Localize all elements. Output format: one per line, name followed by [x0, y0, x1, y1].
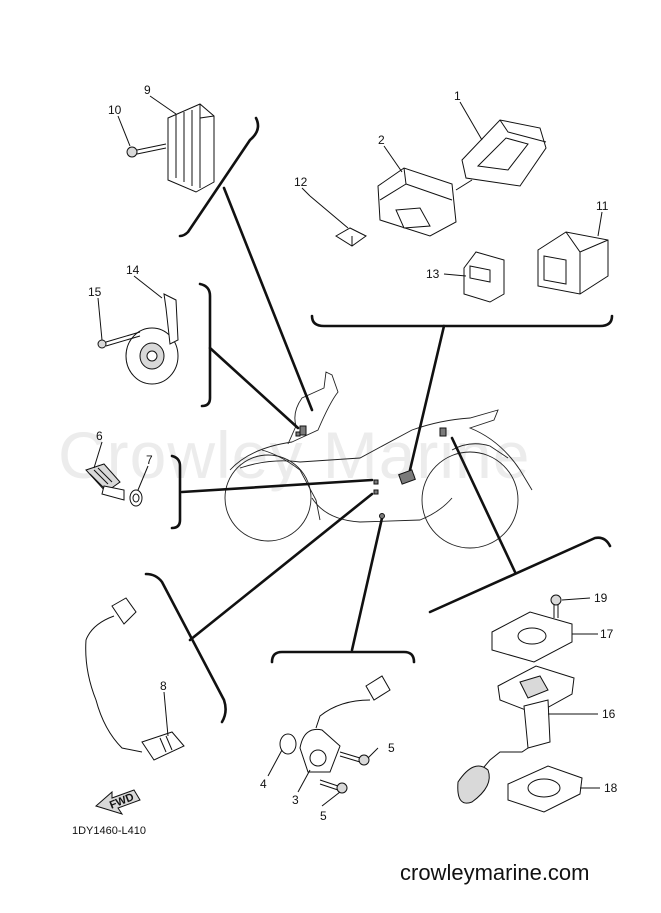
- o2-sensor-8: [85, 597, 185, 761]
- callout-12: 12: [294, 175, 308, 189]
- gasket-17: [491, 611, 573, 663]
- screws-5: [319, 751, 370, 794]
- callout-labels: 1 2 3 4 5 5 6 7 8 9 10 11 12 13 14 15 16…: [88, 83, 618, 823]
- callout-10: 10: [108, 103, 122, 117]
- callout-11: 11: [596, 199, 609, 213]
- callout-2: 2: [378, 133, 385, 147]
- callout-17: 17: [600, 627, 614, 641]
- horn-14: [125, 293, 179, 385]
- plate-18: [507, 765, 583, 813]
- callout-16: 16: [602, 707, 616, 721]
- callout-15: 15: [88, 285, 102, 299]
- fuel-pump-16: [457, 665, 575, 804]
- fuse-12: [335, 227, 367, 247]
- callout-9: 9: [144, 83, 151, 97]
- site-footer-link[interactable]: crowleymarine.com: [400, 860, 590, 885]
- cdi-unit-1: [461, 119, 547, 187]
- callout-7: 7: [146, 453, 153, 467]
- callout-3: 3: [292, 793, 299, 807]
- callout-8: 8: [160, 679, 167, 693]
- callout-19: 19: [594, 591, 608, 605]
- bolt-10: [126, 143, 167, 158]
- callout-13: 13: [426, 267, 440, 281]
- sensor-assembly-3: [299, 675, 391, 773]
- callout-14: 14: [126, 263, 140, 277]
- callout-6: 6: [96, 429, 103, 443]
- callout-4: 4: [260, 777, 267, 791]
- mount-points: [295, 425, 447, 519]
- leader-lines: [180, 186, 517, 652]
- speed-sensor-6: [85, 463, 125, 501]
- group-brackets: [144, 116, 614, 724]
- relay-cover-11: [537, 231, 609, 295]
- diagram-code: 1DY1460-L410: [72, 825, 146, 837]
- callout-leaders: [93, 95, 603, 807]
- rectifier-regulator: [167, 103, 215, 193]
- callout-5a: 5: [388, 741, 395, 755]
- leader-small: [309, 179, 473, 229]
- callout-5b: 5: [320, 809, 327, 823]
- bolt-19: [550, 594, 562, 618]
- fwd-arrow: FWD: [94, 789, 141, 815]
- callout-1: 1: [454, 89, 461, 103]
- oring-4: [279, 733, 297, 755]
- oring-7: [129, 489, 143, 507]
- relay-13: [463, 251, 505, 303]
- callout-18: 18: [604, 781, 618, 795]
- relay-2: [377, 167, 457, 237]
